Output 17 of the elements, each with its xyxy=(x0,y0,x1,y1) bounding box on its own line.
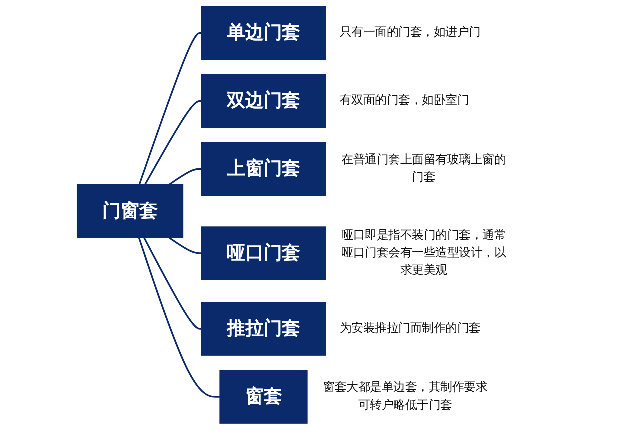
connector xyxy=(168,237,202,254)
node-label: 有双面的门套，如卧室门 xyxy=(340,94,470,108)
connector xyxy=(138,32,202,186)
node-label: 为安装推拉门而制作的门套 xyxy=(340,322,481,336)
connector xyxy=(138,238,220,398)
node-label: 在普通门套上面留有玻璃上窗的门套 xyxy=(342,153,506,184)
connector xyxy=(144,100,202,186)
node-box: 上窗门套 xyxy=(201,142,326,196)
node-box: 哑口门套 xyxy=(201,226,326,280)
node-label: 只有一面的门套，如进户门 xyxy=(340,26,481,40)
connector xyxy=(144,237,202,330)
node-label: 窗套大都是单边套，其制作要求可转户略低于门套 xyxy=(323,381,488,412)
node-box: 门窗套 xyxy=(76,184,184,238)
node-box: 窗套 xyxy=(220,370,308,424)
connector xyxy=(168,168,202,186)
node-label: 哑口即是指不装门的门套，通常哑口门套会有一些造型设计，以求更美观 xyxy=(342,228,506,278)
node-box: 单边门套 xyxy=(201,6,326,60)
